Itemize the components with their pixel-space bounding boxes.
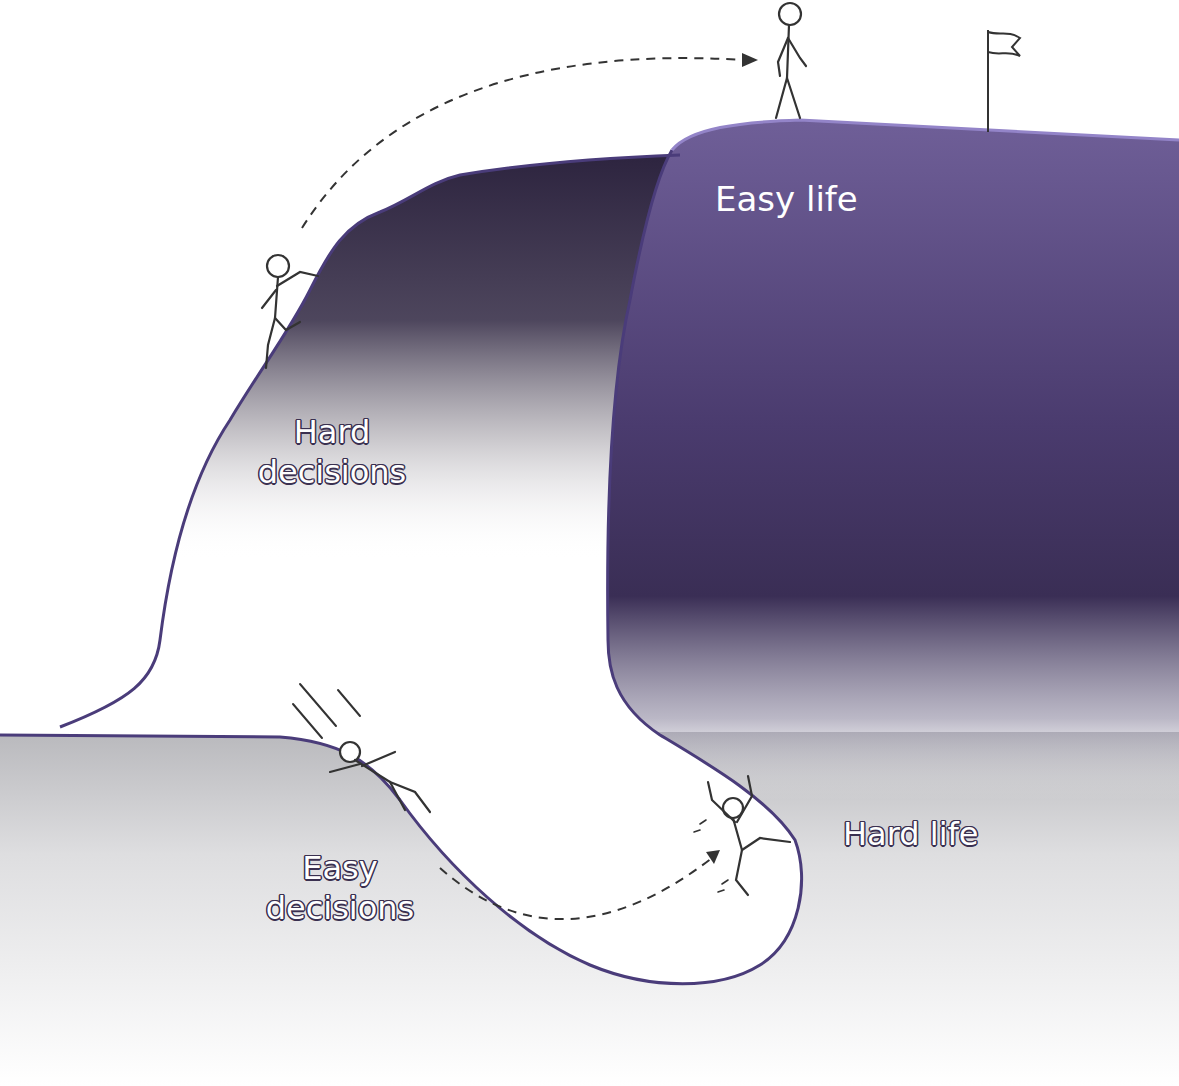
pit-outline (0, 150, 802, 984)
arrow-head (742, 53, 758, 67)
dashed-path-up (302, 58, 745, 228)
climbing-figure (262, 255, 318, 368)
hard-decisions-cliff (60, 155, 680, 727)
cliff-outline (60, 155, 680, 727)
region-label: Easy life (715, 178, 858, 221)
region-label: Hard decisions (232, 412, 432, 492)
region-label: Easy decisions (240, 848, 440, 928)
walking-figure (776, 3, 806, 118)
dashed-path-down (440, 858, 712, 919)
arrow-head (706, 850, 720, 864)
sliding-figure (330, 742, 430, 812)
region-label: Hard life (843, 814, 978, 854)
struggling-figure (694, 776, 790, 895)
plateau-edge (672, 120, 1179, 150)
motion-lines (293, 684, 360, 738)
easy-life-plateau (608, 120, 1179, 800)
flag (988, 32, 1020, 56)
